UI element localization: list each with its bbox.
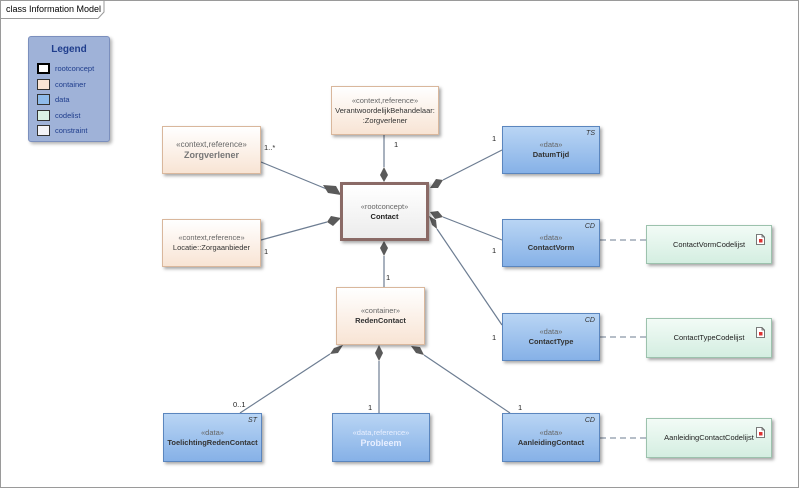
diamond-redencontact: [380, 241, 388, 256]
diamond-locatie: [327, 216, 341, 226]
edge-datumtijd-contact: [442, 149, 503, 181]
class-name: ContactType: [528, 337, 574, 346]
edge-locatie-contact: [260, 221, 328, 241]
legend-label: constraint: [55, 126, 88, 136]
stereotype-label: «data»: [539, 140, 563, 149]
class-name: AanleidingContact: [517, 437, 585, 447]
node-contacttype[interactable]: CD «data» ContactType: [502, 313, 600, 361]
stereotype-label: «data»: [539, 233, 563, 242]
legend-item-codelist: codelist: [29, 108, 109, 124]
node-verantwoordelijk-behandelaar[interactable]: «context,reference» VerantwoordelijkBeha…: [331, 86, 439, 135]
legend-label: container: [55, 79, 86, 89]
class-name: ContactVormCodelijst: [672, 239, 746, 249]
multiplicity-contactvorm: 1: [492, 246, 497, 255]
legend-label: data: [55, 95, 70, 105]
node-contact[interactable]: «rootconcept» Contact: [340, 182, 429, 241]
class-name: ContactTypeCodelijst: [673, 333, 745, 342]
class-name-line: VerantwoordelijkBehandelaar:: [335, 105, 435, 115]
legend-label: rootconcept: [55, 64, 95, 74]
edge-contactvorm-contact: [442, 216, 503, 241]
frame-tab-outline: [0, 0, 105, 19]
legend-swatch: [37, 94, 50, 106]
stereotype-label: «container»: [360, 306, 401, 315]
multiplicity-zorgverlener: 1..*: [264, 143, 276, 152]
document-icon: [756, 234, 765, 245]
node-aanleidingcontact[interactable]: CD «data» AanleidingContact: [502, 413, 600, 462]
stereotype-label: «context,reference»: [176, 140, 247, 149]
class-name: Probleem: [360, 437, 402, 448]
diamond-toelichting: [330, 345, 343, 354]
diamond-zorgverlener: [323, 185, 341, 195]
stereotype-label: «data»: [539, 327, 563, 336]
legend-swatch: [37, 109, 50, 121]
class-name: Zorgverlener: [183, 150, 240, 160]
legend-item-rootconcept: rootconcept: [29, 61, 109, 77]
legend-label: codelist: [55, 110, 81, 120]
multiplicity-contacttype: 1: [492, 333, 497, 342]
node-datumtijd[interactable]: TS «data» DatumTijd: [502, 126, 600, 174]
class-name-line: :Zorgverlener: [362, 115, 408, 125]
diamond-verantwoordelijk: [380, 167, 388, 182]
multiplicity-locatie: 1: [264, 247, 269, 256]
stereotype-label: «context,reference»: [351, 95, 419, 105]
node-aanleidingcontactcodelijst[interactable]: AanleidingContactCodelijst: [646, 418, 772, 458]
node-toelichtingredencontact[interactable]: ST «data» ToelichtingRedenContact: [163, 413, 262, 462]
node-contacttypecodelijst[interactable]: ContactTypeCodelijst: [646, 318, 772, 358]
legend-swatch: [37, 125, 50, 137]
stereotype-label: «data,reference»: [352, 427, 410, 437]
multiplicity-probleem: 1: [368, 403, 373, 412]
node-probleem[interactable]: «data,reference» Probleem: [332, 413, 430, 462]
diamond-datumtijd: [430, 179, 443, 188]
legend-swatch: [37, 63, 50, 75]
multiplicity-datumtijd: 1: [492, 134, 497, 143]
node-zorgverlener[interactable]: «context,reference» Zorgverlener: [162, 126, 261, 174]
node-contactvormcodelijst[interactable]: ContactVormCodelijst: [646, 225, 772, 264]
diamond-contacttype: [429, 216, 437, 229]
edge-zorgverlener-contact: [260, 161, 330, 191]
type-badge: CD: [584, 223, 595, 230]
document-icon: [756, 427, 765, 438]
class-name: Locatie::Zorgaanbieder: [172, 243, 251, 252]
node-contactvorm[interactable]: CD «data» ContactVorm: [502, 219, 600, 267]
diamond-probleem: [375, 345, 383, 361]
type-badge: CD: [584, 317, 595, 324]
class-name: AanleidingContactCodelijst: [664, 433, 754, 442]
node-locatie-zorgaanbieder[interactable]: «context,reference» Locatie::Zorgaanbied…: [162, 219, 261, 267]
class-name: Contact: [370, 211, 399, 221]
class-name: RedenContact: [355, 316, 406, 325]
legend-item-constraint: constraint: [29, 123, 109, 139]
legend-title: Legend: [51, 44, 87, 55]
frame-title: class Information Model: [6, 4, 102, 14]
edge-contacttype-contact: [436, 228, 503, 326]
edge-toelichting-redencontact: [239, 353, 331, 414]
legend-swatch: [37, 78, 50, 90]
stereotype-label: «data»: [539, 427, 563, 437]
type-badge: ST: [248, 417, 257, 424]
diamond-aanleiding: [411, 346, 424, 355]
multiplicity-aanleiding: 1: [518, 403, 523, 412]
diamond-contactvorm: [430, 211, 443, 219]
edge-aanleiding-redencontact: [423, 354, 511, 414]
multiplicity-toelichting: 0..1: [233, 400, 246, 409]
stereotype-label: «data»: [201, 427, 224, 437]
legend-item-data: data: [29, 92, 109, 108]
legend-item-container: container: [29, 77, 109, 93]
document-icon: [756, 327, 765, 338]
multiplicity-verantwoordelijk: 1: [394, 140, 399, 149]
stereotype-label: «context,reference»: [178, 233, 245, 242]
class-name: ContactVorm: [527, 243, 575, 252]
class-name: DatumTijd: [532, 150, 570, 159]
type-badge: CD: [584, 417, 595, 424]
node-redencontact[interactable]: «container» RedenContact: [336, 287, 425, 345]
multiplicity-redencontact: 1: [386, 273, 391, 282]
type-badge: TS: [586, 130, 595, 137]
class-name: ToelichtingRedenContact: [167, 437, 258, 447]
stereotype-label: «rootconcept»: [360, 201, 409, 211]
legend: Legend rootconcept container data codeli…: [28, 36, 110, 142]
